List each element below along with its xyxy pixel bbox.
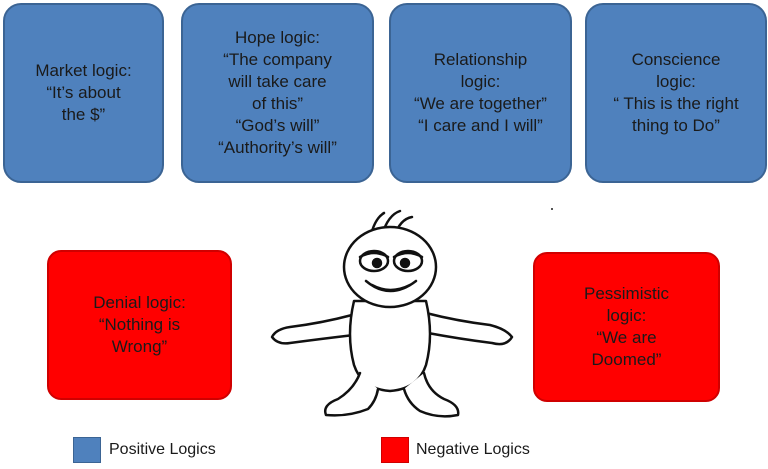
legend-label-negative: Negative Logics	[416, 441, 530, 458]
denial-logic-box: Denial logic: “Nothing is Wrong”	[47, 250, 232, 400]
legend-swatch-positive	[73, 437, 101, 463]
stray-dot	[551, 208, 553, 210]
hope-logic-box: Hope logic: “The company will take care …	[181, 3, 374, 183]
legend-label-positive: Positive Logics	[109, 441, 216, 458]
cartoon-person-icon	[270, 209, 514, 418]
legend-swatch-negative	[381, 437, 409, 463]
pessimistic-logic-box: Pessimistic logic: “We are Doomed”	[533, 252, 720, 402]
relationship-logic-box: Relationship logic: “We are together” “I…	[389, 3, 572, 183]
market-logic-box: Market logic: “It’s about the $”	[3, 3, 164, 183]
conscience-logic-box: Conscience logic: “ This is the right th…	[585, 3, 767, 183]
